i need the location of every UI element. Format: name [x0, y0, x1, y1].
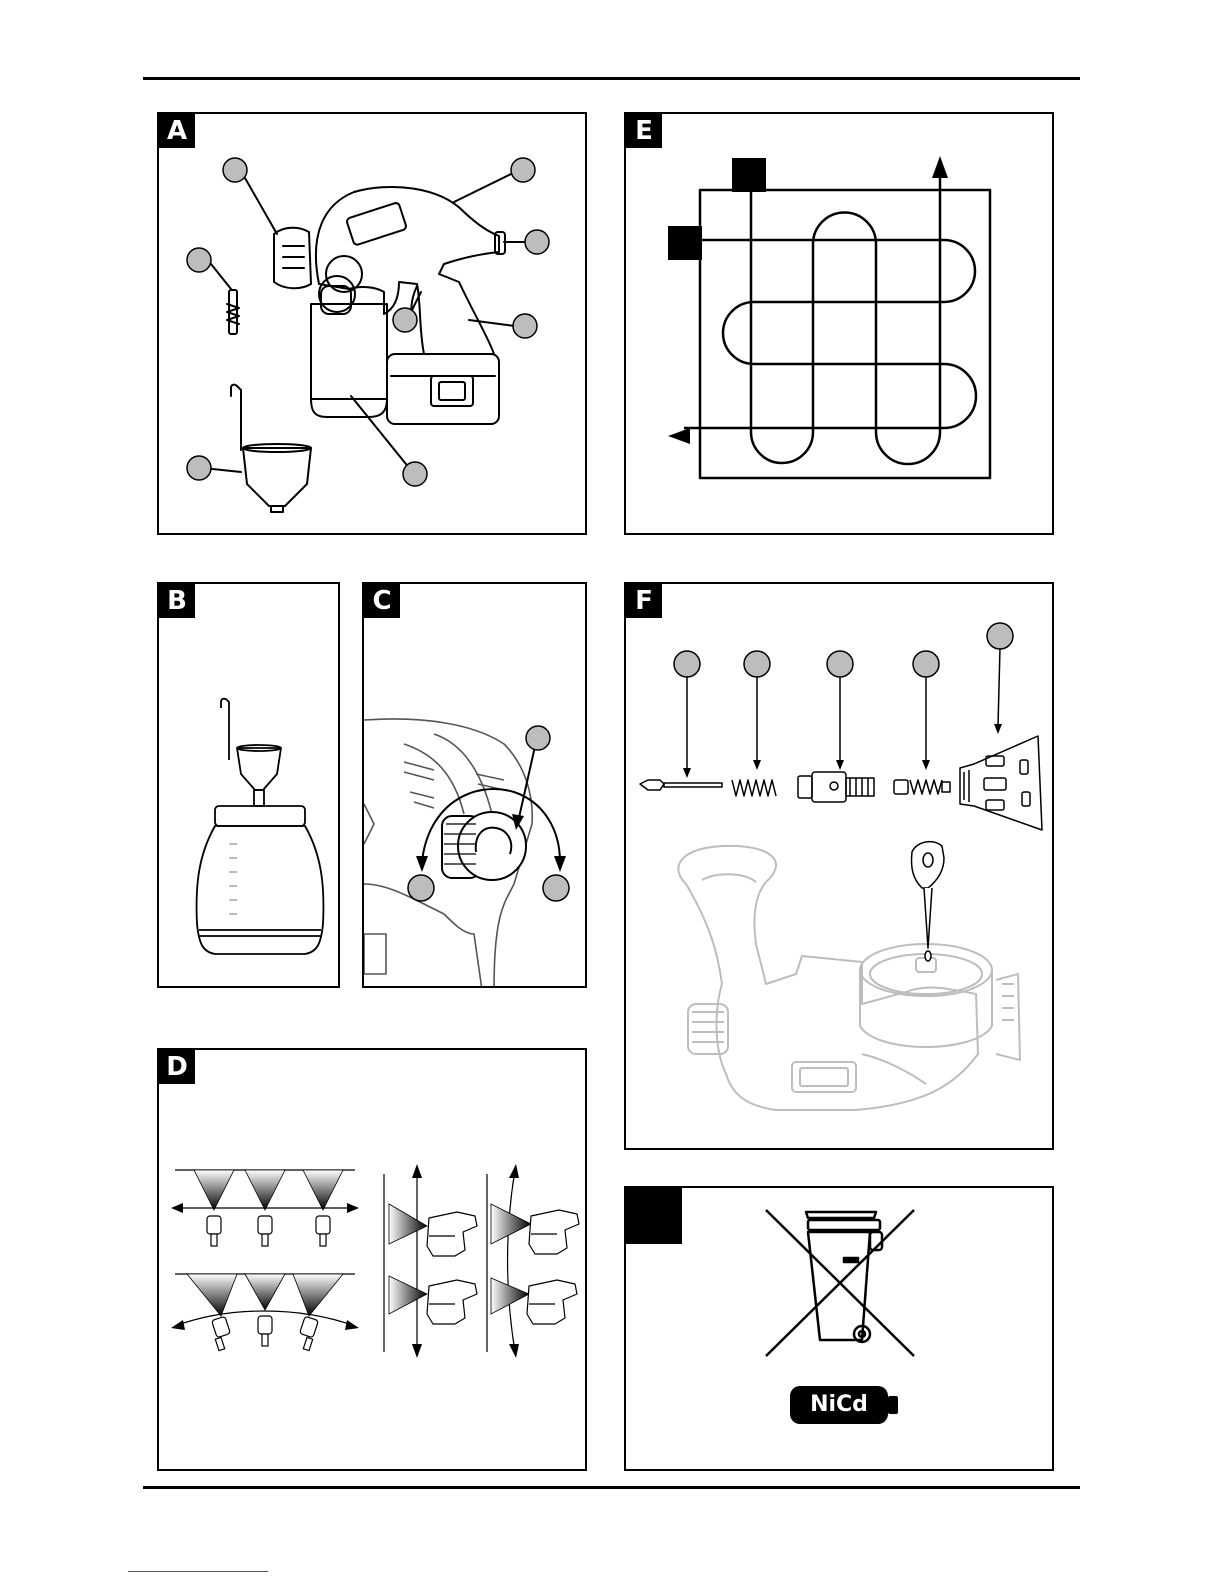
arrow-head [416, 856, 428, 872]
spray-gun-overview-illustration [159, 114, 587, 535]
callout-circle [543, 875, 569, 901]
arrow-head [683, 768, 691, 778]
callout-circle [223, 158, 247, 182]
arrow-head [347, 1203, 359, 1213]
callout-circle [987, 623, 1013, 649]
arrow-head [922, 760, 930, 770]
arrow-head [509, 1164, 519, 1178]
start-marker [668, 226, 702, 260]
callout-circle [393, 308, 417, 332]
container-filling-illustration [159, 584, 340, 988]
spray-pattern-diagram [626, 114, 1054, 535]
arrow-head [836, 760, 844, 770]
arrow-head [412, 1164, 422, 1178]
arrow-head [345, 1320, 359, 1330]
panel-a: A [157, 112, 587, 535]
callout-circle [526, 726, 550, 750]
callout-circle [525, 230, 549, 254]
callout-circle [674, 651, 700, 677]
crossed-out-wheelie-bin-icon [626, 1188, 1054, 1471]
arrow-head [171, 1203, 183, 1213]
panel-recycling: NiCd [624, 1186, 1054, 1471]
callout-circle [744, 651, 770, 677]
callout-circle [827, 651, 853, 677]
panel-d: D [157, 1048, 587, 1471]
adjustment-knob-illustration [364, 584, 587, 988]
arrow-head [509, 1344, 519, 1358]
panel-f: F [624, 582, 1054, 1150]
start-marker [732, 158, 766, 192]
callout-circle [913, 651, 939, 677]
footer-underline-link[interactable] [128, 1571, 268, 1572]
callout-circle [408, 875, 434, 901]
callout-circle [513, 314, 537, 338]
arrow-head [668, 428, 690, 444]
callout-circle [403, 462, 427, 486]
panel-b: B [157, 582, 340, 988]
arrow-head [412, 1344, 422, 1358]
header-rule [143, 77, 1080, 80]
callout-circle [187, 248, 211, 272]
arrow-head [932, 156, 948, 178]
arrow-head [994, 724, 1002, 734]
battery-type-label: NiCd [790, 1386, 888, 1424]
arrow-head [171, 1320, 185, 1330]
callout-circle [511, 158, 535, 182]
arrow-head [753, 760, 761, 770]
spraying-technique-diagram [159, 1050, 587, 1471]
panel-e: E [624, 112, 1054, 535]
nozzle-disassembly-illustration [626, 584, 1054, 1150]
panel-c: C [362, 582, 587, 988]
arrow-head [554, 856, 566, 872]
callout-circle [187, 456, 211, 480]
footer-rule [143, 1486, 1080, 1489]
